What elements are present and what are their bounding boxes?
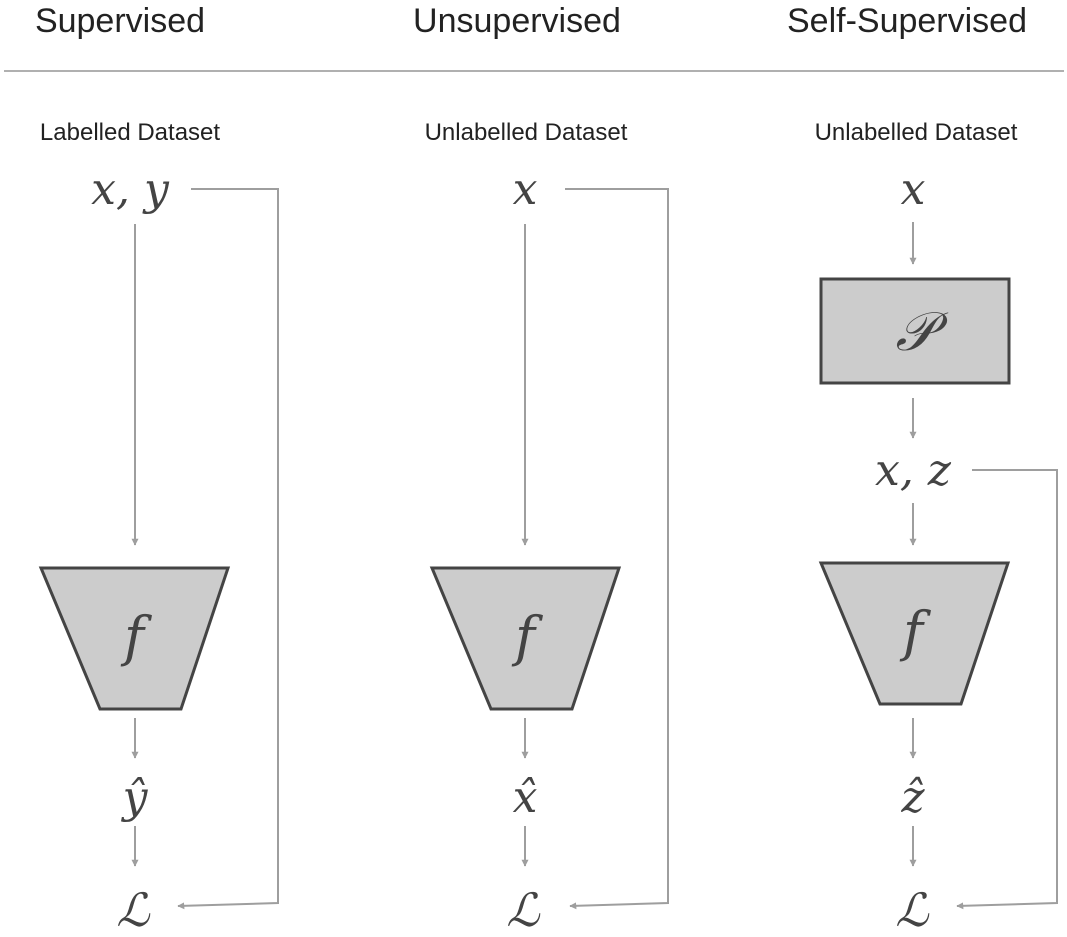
output-supervised: ŷ [121, 772, 149, 823]
output-self-supervised: ẑ [900, 772, 925, 823]
loss-supervised: ℒ [116, 883, 150, 937]
pretext-output: x, z [875, 445, 952, 496]
column-unsupervised: x f x̂ ℒ [429, 164, 669, 937]
input-supervised: x, y [91, 164, 170, 215]
loss-unsupervised: ℒ [506, 883, 540, 937]
heading-unsupervised: Unsupervised [413, 2, 621, 40]
model-block-supervised [38, 566, 231, 711]
arrow-input-to-loss-unsupervised [565, 188, 669, 910]
input-self-supervised: x [901, 164, 926, 215]
output-unsupervised: x̂ [513, 772, 538, 823]
column-supervised: x, y f ŷ ℒ [38, 164, 279, 937]
model-block-unsupervised [429, 566, 622, 711]
dataset-label-self-supervised: Unlabelled Dataset [815, 119, 1018, 146]
model-block-self-supervised [818, 561, 1011, 706]
pretext-block [819, 277, 1011, 385]
arrow-label-to-loss-supervised [177, 188, 279, 910]
input-unsupervised: x [513, 164, 538, 215]
heading-supervised: Supervised [35, 2, 205, 40]
loss-self-supervised: ℒ [895, 883, 929, 937]
dataset-label-unsupervised: Unlabelled Dataset [425, 119, 628, 146]
dataset-label-supervised: Labelled Dataset [40, 119, 220, 146]
column-self-supervised: x 𝒫 x, z f ẑ ℒ [818, 164, 1058, 937]
heading-self-supervised: Self-Supervised [787, 2, 1027, 40]
arrow-pseudolabel-to-loss [956, 469, 1058, 910]
